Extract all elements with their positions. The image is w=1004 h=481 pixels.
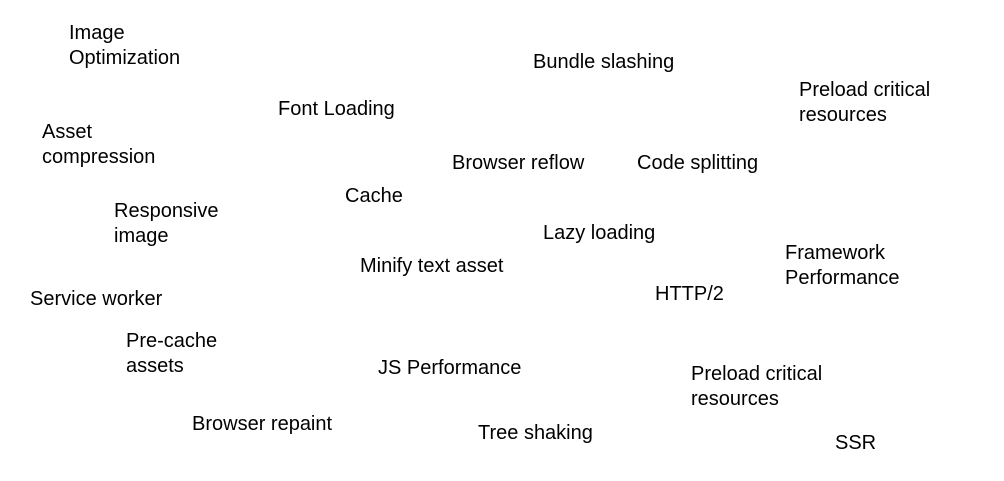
note-line: resources (799, 104, 887, 126)
note-bundle-slashing: Bundle slashing (533, 50, 674, 75)
note-line: compression (42, 146, 156, 168)
note-tree-shaking: Tree shaking (478, 421, 593, 446)
note-line: JS Performance (378, 357, 522, 379)
note-line: Preload critical (691, 363, 823, 385)
note-image-optimization: Image Optimization (69, 21, 180, 71)
note-line: Browser reflow (452, 152, 585, 174)
note-minify-text-asset: Minify text asset (360, 254, 503, 279)
note-line: Asset (42, 121, 93, 143)
note-line: Performance (785, 267, 900, 289)
note-line: Browser repaint (192, 413, 333, 435)
note-pre-cache-assets: Pre-cache assets (126, 329, 217, 379)
note-preload-critical-resources: Preload critical resources (799, 78, 930, 128)
note-line: Font Loading (278, 98, 395, 120)
note-line: Image (69, 22, 125, 44)
note-line: Code splitting (637, 152, 759, 174)
note-font-loading: Font Loading (278, 97, 395, 122)
note-line: Service worker (30, 288, 163, 310)
note-browser-repaint: Browser repaint (192, 412, 332, 437)
note-http2: HTTP/2 (655, 282, 724, 307)
note-line: HTTP/2 (655, 283, 724, 305)
note-line: Bundle slashing (533, 51, 675, 73)
note-ssr: SSR (835, 431, 876, 456)
note-line: Preload critical (799, 79, 931, 101)
note-preload-critical-resources-2: Preload critical resources (691, 362, 822, 412)
note-line: Minify text asset (360, 255, 504, 277)
note-line: assets (126, 355, 184, 377)
note-line: Framework (785, 242, 886, 264)
note-line: Cache (345, 185, 403, 207)
note-code-splitting: Code splitting (637, 151, 758, 176)
note-line: SSR (835, 432, 877, 454)
note-line: resources (691, 388, 779, 410)
note-responsive-image: Responsive image (114, 199, 219, 249)
note-line: Lazy loading (543, 222, 656, 244)
note-line: Tree shaking (478, 422, 593, 444)
note-framework-performance: Framework Performance (785, 241, 900, 291)
note-cache: Cache (345, 184, 403, 209)
note-line: Pre-cache (126, 330, 218, 352)
note-line: image (114, 225, 169, 247)
note-lazy-loading: Lazy loading (543, 221, 655, 246)
note-asset-compression: Asset compression (42, 120, 155, 170)
note-service-worker: Service worker (30, 287, 162, 312)
note-line: Responsive (114, 200, 219, 222)
note-line: Optimization (69, 47, 181, 69)
note-browser-reflow: Browser reflow (452, 151, 584, 176)
note-js-performance: JS Performance (378, 356, 521, 381)
